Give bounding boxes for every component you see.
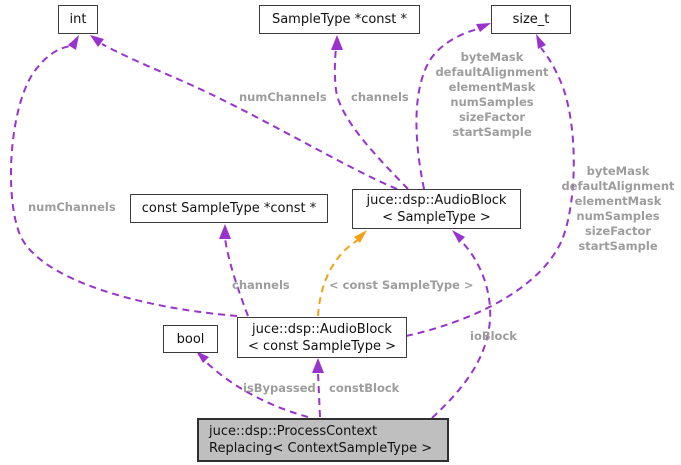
label-bytemask: byteMask [586, 164, 650, 178]
node-audioblock-const[interactable]: juce::dsp::AudioBlock < const SampleType… [237, 317, 407, 358]
label-mask-stack-mid: byteMask defaultAlignment elementMask nu… [435, 50, 549, 140]
label-sizefactor: sizeFactor [458, 110, 526, 124]
label-numsamples: numSamples [450, 95, 534, 109]
node-audioblock-const-line2: < const SampleType > [248, 338, 396, 354]
edge-bytemask-right [405, 47, 575, 337]
node-audioblock[interactable]: juce::dsp::AudioBlock < SampleType > [352, 189, 521, 229]
node-bool-label: bool [176, 331, 205, 347]
node-audioblock-line1: juce::dsp::AudioBlock [366, 193, 507, 208]
node-processcontext-replacing[interactable]: juce::dsp::ProcessContext Replacing< Con… [197, 418, 449, 462]
edge-constblock [317, 371, 321, 418]
label-isbypassed: isBypassed [243, 381, 316, 395]
node-bool: bool [163, 325, 218, 353]
label-channels-left: channels [232, 278, 290, 292]
label-startsample: startSample [452, 125, 532, 139]
label-template-instance: < const SampleType > [329, 278, 474, 292]
edge-bytemask-mid [415, 28, 479, 190]
label-numsamples: numSamples [576, 209, 660, 223]
node-sampletype-ptr: SampleType *const * [259, 5, 420, 34]
node-size-t: size_t [491, 5, 571, 34]
label-numchannels-top: numChannels [239, 90, 327, 104]
node-audioblock-const-line1: juce::dsp::AudioBlock [252, 321, 392, 337]
label-bytemask: byteMask [460, 50, 524, 64]
node-size-t-label: size_t [512, 12, 550, 27]
label-constblock: constBlock [329, 381, 400, 395]
label-elementmask: elementMask [574, 194, 662, 208]
label-defaultalignment: defaultAlignment [435, 65, 549, 79]
edge-channels-top [333, 47, 409, 190]
template-arrowhead [354, 230, 367, 243]
node-audioblock-line2: < SampleType > [382, 210, 491, 225]
label-mask-stack-right: byteMask defaultAlignment elementMask nu… [557, 164, 679, 254]
edge-numchannels-left [10, 45, 238, 317]
node-const-sampletype-ptr-label: const SampleType *const * [141, 201, 317, 216]
node-sampletype-ptr-label: SampleType *const * [271, 12, 408, 27]
label-defaultalignment: defaultAlignment [561, 179, 675, 193]
label-elementmask: elementMask [448, 80, 536, 94]
node-const-sampletype-ptr: const SampleType *const * [130, 194, 328, 223]
edge-channels-left [224, 237, 249, 317]
node-int-label: int [69, 12, 87, 27]
label-channels-top: channels [351, 90, 409, 104]
label-ioblock: ioBlock [470, 329, 517, 343]
edge-numchannels-top [101, 43, 398, 190]
label-numchannels-left: numChannels [28, 200, 116, 214]
node-processcontext-line2: Replacing< ContextSampleType > [209, 441, 433, 456]
node-int: int [58, 5, 98, 34]
label-sizefactor: sizeFactor [584, 224, 652, 238]
arrowheads [68, 23, 546, 373]
node-processcontext-line1: juce::dsp::ProcessContext [209, 424, 378, 439]
label-startsample: startSample [578, 239, 658, 253]
